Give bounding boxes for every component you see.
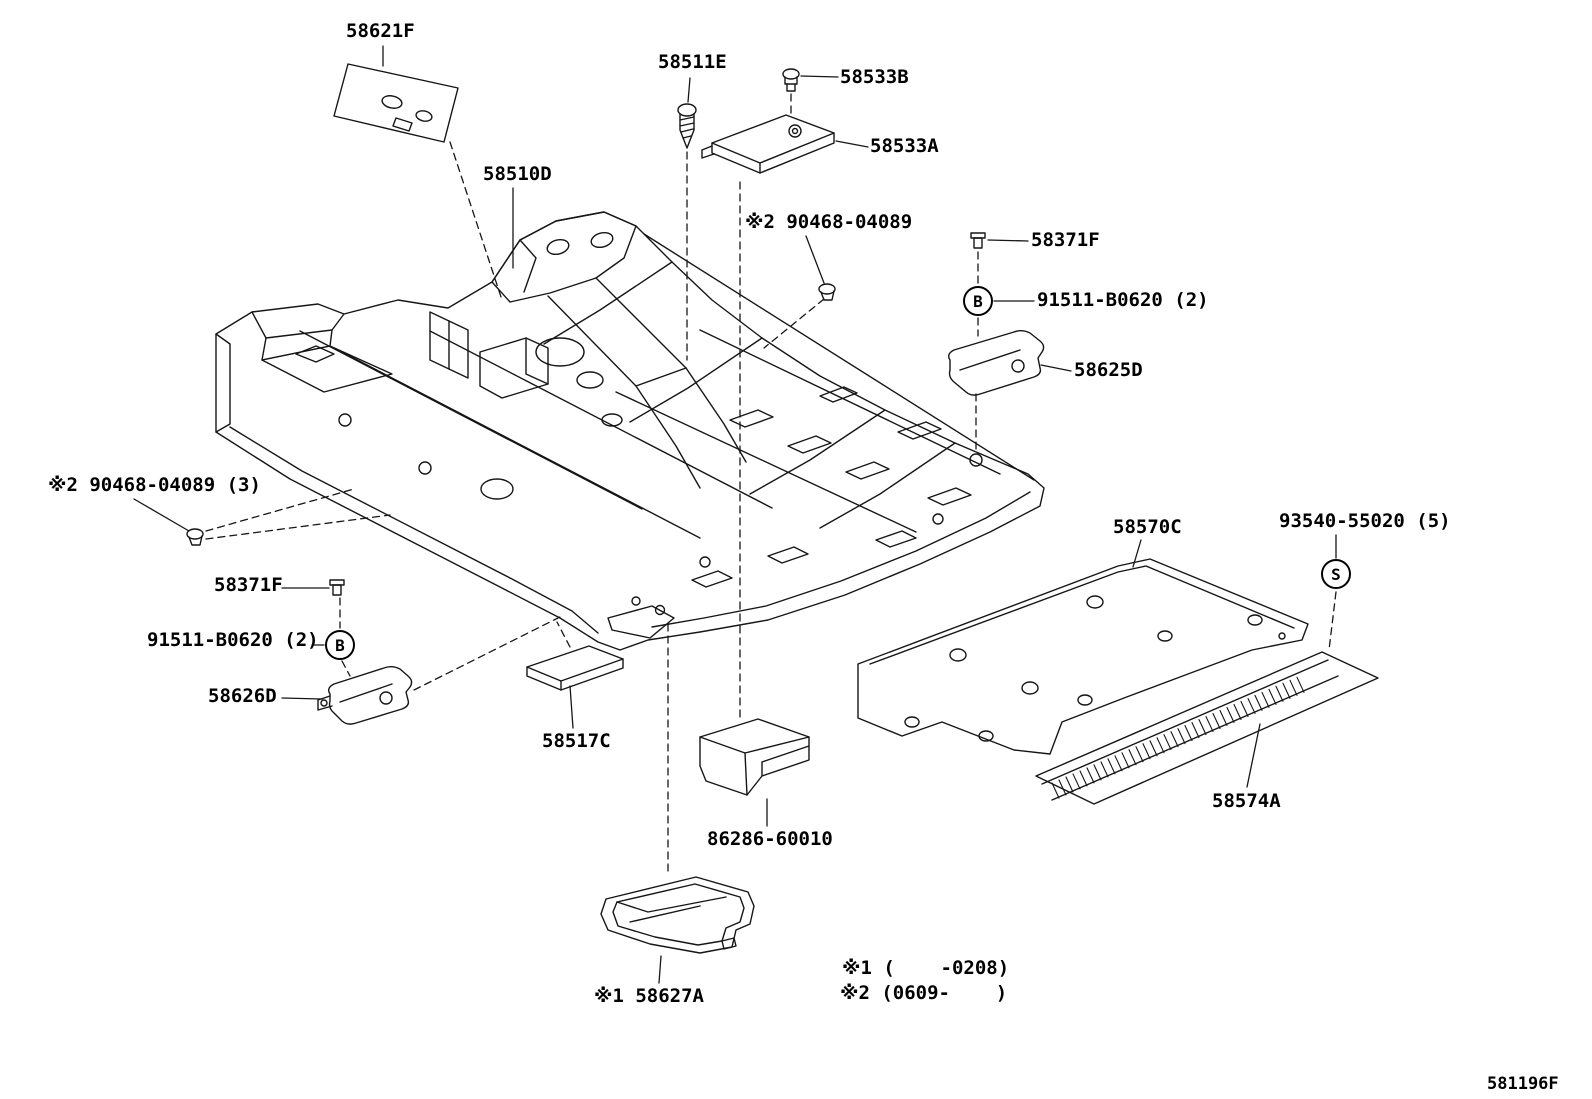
- front-deck-panel-58621f-drawing: [333, 63, 459, 143]
- part-label-clip-90468-left: ※2 90468-04089 (3): [48, 474, 261, 496]
- part-label-58625d: 58625D: [1074, 359, 1143, 381]
- grommet-58371f-left-icon: [329, 579, 345, 596]
- footnote-2: ※2 (0609- ): [840, 982, 1008, 1004]
- grommet-58371f-right-icon: [970, 232, 986, 249]
- part-label-58533a: 58533A: [870, 135, 939, 157]
- part-label-58371f-left: 58371F: [214, 574, 283, 596]
- part-label-91511-right: 91511-B0620 (2): [1037, 289, 1209, 311]
- pad-58517c-drawing: [526, 645, 624, 691]
- part-label-58626d: 58626D: [208, 685, 277, 707]
- diagram-code: 581196F: [1487, 1074, 1559, 1094]
- callout-s: S: [1321, 559, 1351, 589]
- part-label-93540: 93540-55020 (5): [1279, 510, 1451, 532]
- leader-lines: [133, 45, 1337, 984]
- bracket-58625d-drawing: [947, 330, 1045, 396]
- part-label-91511-left: 91511-B0620 (2): [147, 629, 319, 651]
- scuff-plate-58574a-drawing: [1035, 651, 1379, 805]
- sill-tread-hatching: [1051, 676, 1305, 799]
- part-label-58533b: 58533B: [840, 66, 909, 88]
- part-label-58570c: 58570C: [1113, 516, 1182, 538]
- part-label-58621f: 58621F: [346, 20, 415, 42]
- rear-panel-drawing: [491, 211, 637, 303]
- insulator-86286-drawing: [699, 718, 810, 796]
- part-label-58574a: 58574A: [1212, 790, 1281, 812]
- part-label-58517c: 58517C: [542, 730, 611, 752]
- part-label-58511e: 58511E: [658, 51, 727, 73]
- callout-b-right: B: [963, 286, 993, 316]
- footnote-1: ※1 ( -0208): [842, 957, 1010, 979]
- screw-58511e-icon: [677, 103, 697, 149]
- pad-58533a-drawing: [701, 114, 835, 174]
- panel-58570c-drawing: [857, 558, 1309, 755]
- bolt-58533b-icon: [782, 68, 800, 92]
- part-label-58510d: 58510D: [483, 163, 552, 185]
- floor-pan-drawing: [215, 211, 1045, 651]
- part-label-58371f-right: 58371F: [1031, 229, 1100, 251]
- clip-90468-left-icon: [186, 528, 204, 546]
- callout-b-left: B: [325, 630, 355, 660]
- part-label-58627a: ※1 58627A: [594, 985, 704, 1007]
- part-label-clip-90468-top: ※2 90468-04089: [745, 211, 913, 233]
- tray-58627a-drawing: [600, 876, 755, 954]
- bracket-58626d-drawing: [317, 666, 413, 725]
- part-label-86286: 86286-60010: [707, 828, 833, 850]
- dashed-lines: [205, 93, 1337, 875]
- clip-90468-top-icon: [818, 283, 836, 301]
